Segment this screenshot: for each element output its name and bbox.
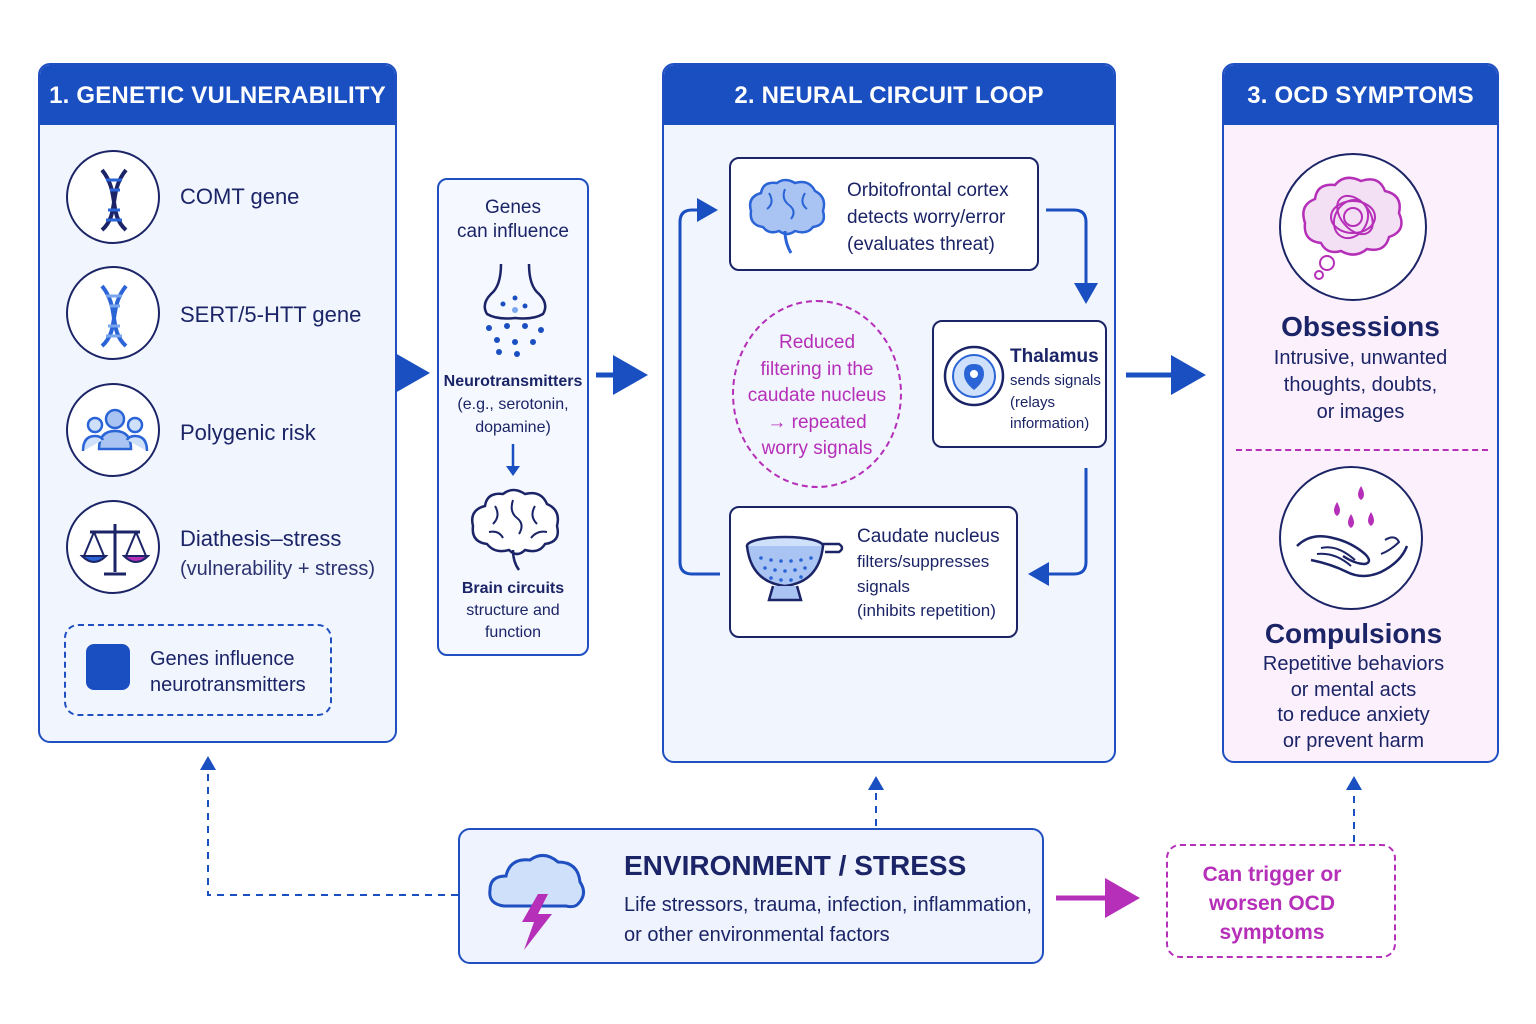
trigger-note: Can trigger or worsen OCD symptoms xyxy=(1166,844,1396,958)
polygenic-risk-label: Polygenic risk xyxy=(180,420,316,445)
reduced-line: worry signals xyxy=(761,438,873,459)
obsessions-desc: thoughts, doubts, xyxy=(1283,374,1438,396)
influence-title-line: Genes xyxy=(485,197,541,218)
note-square-icon xyxy=(86,644,130,690)
panel-title: 1. GENETIC VULNERABILITY xyxy=(40,65,395,125)
compulsions-desc: or prevent harm xyxy=(1282,729,1425,752)
orbitofrontal-cortex-box: Orbitofrontal cortex detects worry/error… xyxy=(729,157,1039,271)
caudate-nucleus-box: Caudate nucleus filters/suppresses signa… xyxy=(729,506,1018,638)
environment-stress-box: ENVIRONMENT / STRESS Life stressors, tra… xyxy=(458,828,1044,964)
loop-arrow-caudate-to-ofc xyxy=(678,198,720,576)
diathesis-stress-label: Diathesis–stress (vulnerability + stress… xyxy=(180,524,375,584)
obsessions-desc: Intrusive, unwanted xyxy=(1273,347,1448,369)
genes-influence-panel: Genes can influence Neurotransmitters (e… xyxy=(437,178,589,656)
caudate-sub: filters/suppresses xyxy=(857,552,990,571)
brain-circuits-sub: structure and xyxy=(466,602,560,619)
environment-desc: Life stressors, trauma, infection, infla… xyxy=(624,894,1032,916)
reduced-line: filtering in the xyxy=(760,358,874,380)
loop-arrow-thalamus-to-caudate xyxy=(1028,468,1088,586)
caudate-sub: (inhibits repetition) xyxy=(857,601,996,620)
dna-icon xyxy=(66,150,160,244)
loop-arrow-ofc-to-thalamus xyxy=(1046,208,1098,304)
trigger-line: symptoms xyxy=(1219,921,1325,944)
ofc-line: (evaluates threat) xyxy=(847,234,995,255)
thalamus-box: Thalamus sends signals (relays informati… xyxy=(932,320,1107,448)
panel-title: 3. OCD SYMPTOMS xyxy=(1224,65,1497,125)
arrow-env-to-genetic xyxy=(200,756,458,896)
ofc-line: Orbitofrontal cortex xyxy=(847,180,1009,201)
obsessions-desc: or images xyxy=(1316,401,1405,423)
ofc-line: detects worry/error xyxy=(847,207,1006,228)
reduced-line: Reduced xyxy=(778,332,856,353)
compulsions-desc: to reduce anxiety xyxy=(1277,704,1430,726)
brain-icon xyxy=(471,488,560,571)
diathesis-stress-title: Diathesis–stress xyxy=(180,526,342,551)
obsessions-title: Obsessions xyxy=(1281,311,1440,342)
thalamus-sub: sends signals xyxy=(1010,372,1101,389)
storm-cloud-icon xyxy=(488,854,585,950)
caudate-sub: signals xyxy=(857,576,910,596)
reduced-line: → repeated xyxy=(767,411,867,433)
down-arrow-icon xyxy=(506,444,520,476)
scale-icon xyxy=(66,500,160,594)
caudate-title: Caudate nucleus xyxy=(857,526,1000,547)
compulsions-title: Compulsions xyxy=(1264,618,1443,649)
people-icon xyxy=(66,383,160,477)
sert-gene-label: SERT/5-HTT gene xyxy=(180,302,362,327)
compulsions-desc: or mental acts xyxy=(1290,678,1417,701)
diathesis-stress-sub: (vulnerability + stress) xyxy=(180,558,376,580)
thought-bubble-icon xyxy=(1279,153,1427,301)
environment-title: ENVIRONMENT / STRESS xyxy=(624,850,967,881)
neurotransmitters-sub: dopamine) xyxy=(475,419,551,436)
neurotransmitters-sub: (e.g., serotonin, xyxy=(457,396,569,413)
thalamus-location-icon xyxy=(943,345,1005,407)
influence-title-line: can influence xyxy=(457,221,569,242)
brain-circuits-sub: function xyxy=(484,624,542,641)
brain-icon xyxy=(748,178,826,254)
brain-circuits-title: Brain circuits xyxy=(461,580,565,597)
thalamus-sub: information) xyxy=(1010,415,1090,432)
neurotransmitters-title: Neurotransmitters xyxy=(443,373,583,390)
environment-desc: or other environmental factors xyxy=(624,924,890,946)
symptoms-divider xyxy=(1236,449,1488,451)
colander-icon xyxy=(745,535,844,602)
comt-gene-label: COMT gene xyxy=(180,184,300,209)
panel-title: 2. NEURAL CIRCUIT LOOP xyxy=(664,65,1114,125)
trigger-line: worsen OCD xyxy=(1208,892,1336,915)
hand-washing-icon xyxy=(1279,466,1423,610)
dna-icon xyxy=(66,266,160,360)
compulsions-desc: Repetitive behaviors xyxy=(1262,653,1445,675)
ocd-symptoms-panel: 3. OCD SYMPTOMS xyxy=(1222,63,1499,763)
note-line: Genes influence xyxy=(150,648,295,670)
reduced-line: caudate nucleus xyxy=(747,385,887,406)
note-line: neurotransmitters xyxy=(150,674,306,696)
genes-influence-note: Genes influence neurotransmitters xyxy=(64,624,332,716)
synapse-icon xyxy=(483,263,547,357)
thalamus-sub: (relays xyxy=(1010,393,1056,411)
reduced-filtering-callout: Reduced filtering in the caudate nucleus… xyxy=(732,300,902,488)
thalamus-title: Thalamus xyxy=(1010,346,1099,367)
trigger-line: Can trigger or xyxy=(1202,863,1342,886)
